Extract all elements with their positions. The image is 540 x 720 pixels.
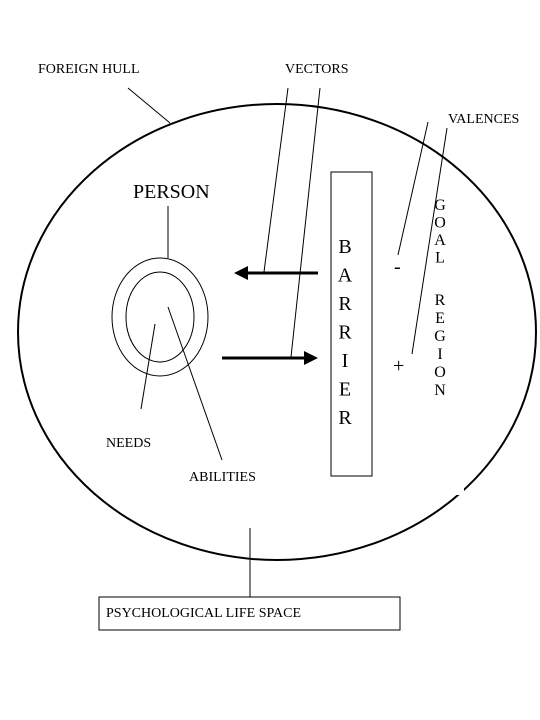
vector-arrow-right-head xyxy=(304,351,318,365)
barrier-letter: E xyxy=(339,379,351,401)
goal-letter: G xyxy=(434,197,446,214)
person-inner-ellipse xyxy=(125,271,195,363)
needs-leader xyxy=(140,323,156,410)
region-letter: I xyxy=(437,346,442,363)
life-space-label-box xyxy=(98,596,401,631)
abilities-label: ABILITIES xyxy=(189,470,256,485)
valence-plus: + xyxy=(393,355,404,377)
barrier-letter: B xyxy=(338,236,351,258)
vector-leader-lower xyxy=(290,87,321,358)
abilities-leader xyxy=(167,306,223,461)
barrier-letter: R xyxy=(338,322,352,344)
vector-arrow-left-head xyxy=(234,266,248,280)
life-space-label: PSYCHOLOGICAL LIFE SPACE xyxy=(106,606,301,621)
hull-gap xyxy=(456,483,464,495)
valence-leader-minus xyxy=(397,121,429,256)
valences-label: VALENCES xyxy=(448,112,519,127)
foreign-hull-label: FOREIGN HULL xyxy=(38,62,140,77)
region-letter: O xyxy=(434,364,446,381)
needs-label: NEEDS xyxy=(106,436,151,451)
goal-letter: O xyxy=(434,215,446,232)
barrier-letter: I xyxy=(342,350,349,372)
vectors-label: VECTORS xyxy=(285,62,349,77)
foreign-hull-leader xyxy=(127,87,171,124)
person-label: PERSON xyxy=(133,181,210,203)
region-letter: E xyxy=(435,310,445,327)
barrier-letter: A xyxy=(338,265,353,287)
vector-leader-upper xyxy=(263,87,289,273)
region-letter: N xyxy=(434,382,446,399)
person-outer-ellipse xyxy=(111,257,209,377)
valence-minus: - xyxy=(394,256,401,278)
goal-letter: A xyxy=(434,232,446,249)
barrier-rect xyxy=(330,171,373,477)
goal-letter: L xyxy=(435,250,445,267)
barrier-letter: R xyxy=(338,293,352,315)
region-letter: R xyxy=(435,292,446,309)
life-space-ellipse xyxy=(17,103,537,561)
region-letter: G xyxy=(434,328,446,345)
barrier-letter: R xyxy=(338,407,352,429)
valence-leader-plus xyxy=(411,127,448,355)
